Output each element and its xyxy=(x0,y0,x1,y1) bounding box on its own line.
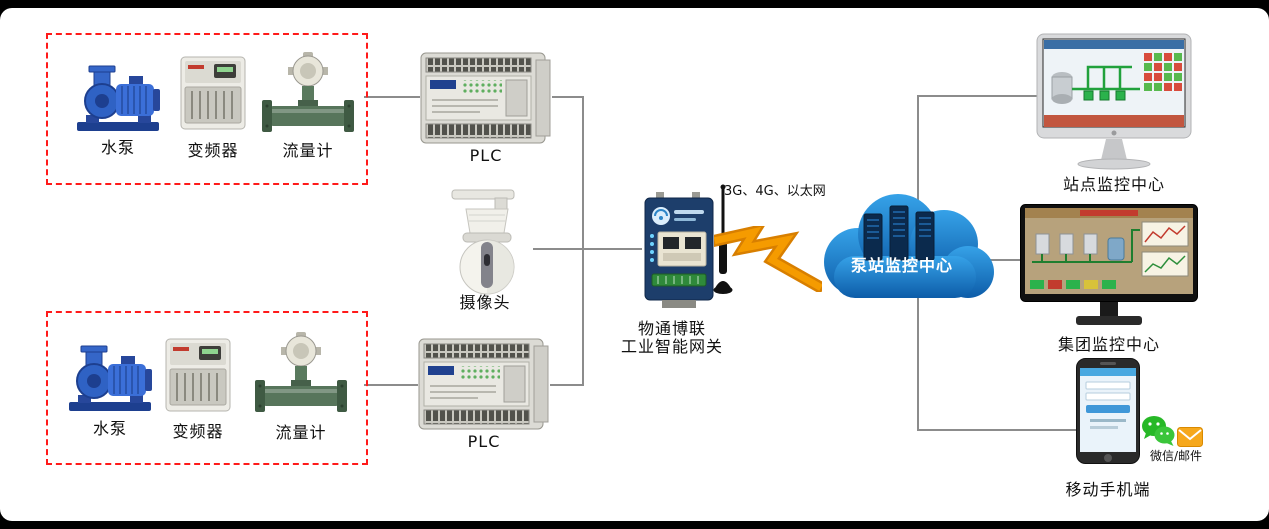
group-monitor-label: 集团监控中心 xyxy=(1057,335,1160,354)
water-pump-image xyxy=(66,336,154,414)
water-pump-image xyxy=(74,56,162,134)
connector-line xyxy=(917,95,1037,97)
vfd-label: 变频器 xyxy=(187,141,239,160)
network-type-label: 3G、4G、以太网 xyxy=(724,184,826,199)
flowmeter-label: 流量计 xyxy=(275,423,327,442)
connector-line xyxy=(364,96,420,98)
plc-image xyxy=(420,52,552,144)
camera-label: 摄像头 xyxy=(459,293,511,312)
plc-label: PLC xyxy=(467,432,501,451)
vfd-image xyxy=(180,56,246,130)
connector-line xyxy=(552,96,584,98)
flowmeter-label: 流量计 xyxy=(282,141,334,160)
connector-line xyxy=(364,384,418,386)
plc-label: PLC xyxy=(469,146,503,165)
wechat-icon xyxy=(1140,413,1176,449)
gateway-label: 物通博联 工业智能网关 xyxy=(576,319,768,357)
vfd-image xyxy=(165,338,231,412)
site-monitor-label: 站点监控中心 xyxy=(1062,175,1165,194)
mobile-phone-image xyxy=(1076,358,1140,464)
flow-meter-image xyxy=(255,330,347,418)
connector-line xyxy=(550,384,584,386)
mobile-label: 移动手机端 xyxy=(1065,480,1151,499)
dome-camera-image xyxy=(438,188,532,298)
mail-icon xyxy=(1177,427,1203,447)
flow-meter-image xyxy=(262,50,354,138)
channels-label: 微信/邮件 xyxy=(1149,449,1203,463)
connector-bus-left xyxy=(582,96,584,386)
site-monitor-image xyxy=(1036,33,1192,173)
group-monitor-image xyxy=(1020,204,1198,332)
cloud-label: 泵站监控中心 xyxy=(850,256,953,275)
iot-gateway-image xyxy=(642,192,716,310)
connector-line xyxy=(533,248,642,250)
pump-label: 水泵 xyxy=(92,419,127,438)
antenna-icon xyxy=(712,184,734,296)
lightning-bolt-icon xyxy=(714,226,822,292)
vfd-label: 变频器 xyxy=(172,422,224,441)
connector-line xyxy=(917,429,1077,431)
plc-image xyxy=(418,338,550,430)
field-devices-frame-top xyxy=(46,33,368,185)
field-devices-frame-bottom xyxy=(46,311,368,465)
gateway-device-line: 工业智能网关 xyxy=(620,337,723,357)
cloud-shape xyxy=(806,178,998,314)
pump-label: 水泵 xyxy=(100,138,135,157)
server-rack-icon xyxy=(863,205,935,261)
gateway-brand-line: 物通博联 xyxy=(637,319,706,338)
